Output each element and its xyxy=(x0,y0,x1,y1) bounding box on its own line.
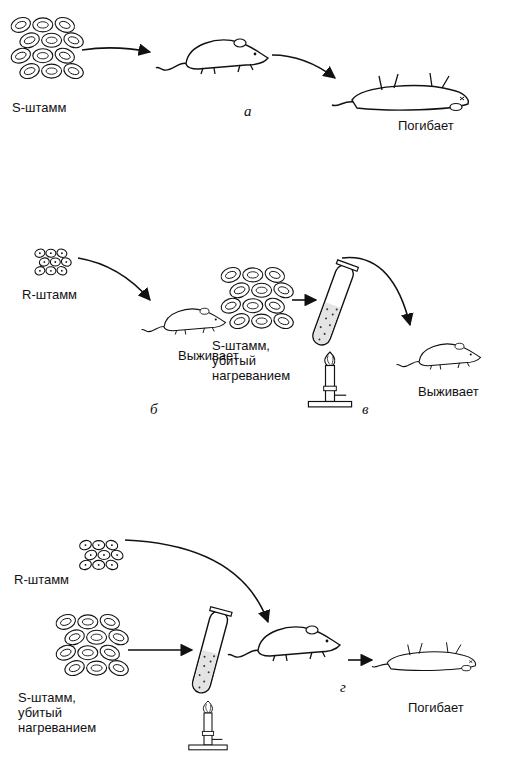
strain-label: Выживает xyxy=(418,384,479,399)
strain-label: R-штамм xyxy=(14,572,69,587)
strain-label: Погибает xyxy=(398,118,454,133)
panel-letter: г xyxy=(340,680,346,695)
strain-label: S-штамм xyxy=(12,100,66,115)
strain-label: S-штамм, убитый нагреванием xyxy=(212,338,298,383)
strain-label: Погибает xyxy=(408,700,464,715)
strain-label: S-штамм, убитый нагреванием xyxy=(18,690,104,735)
strain-label: R-штамм xyxy=(22,287,77,302)
panel-letter: а xyxy=(244,104,252,119)
panel-letter: б xyxy=(150,402,158,417)
panel-letter: в xyxy=(362,402,369,417)
